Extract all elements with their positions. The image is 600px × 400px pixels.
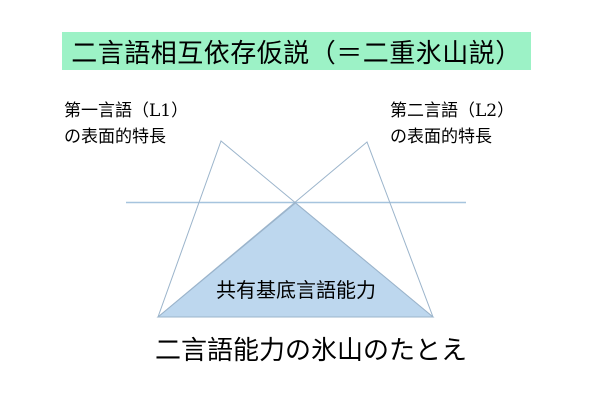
slide-title: 二言語相互依存仮説（＝二重氷山説） bbox=[71, 38, 522, 69]
slide-title-banner: 二言語相互依存仮説（＝二重氷山説） bbox=[62, 32, 531, 70]
shared-base-label: 共有基底言語能力 bbox=[216, 278, 376, 302]
l1-label-line2: の表面的特長 bbox=[64, 126, 166, 147]
l2-surface-features-label: 第二言語（L2） の表面的特長 bbox=[390, 99, 514, 150]
l2-label-line1: 第二言語（L2） bbox=[390, 101, 515, 121]
l1-label-line1: 第一言語（L1） bbox=[64, 101, 189, 121]
l2-label-line2: の表面的特長 bbox=[390, 126, 492, 147]
slide-caption: 二言語能力の氷山のたとえ bbox=[155, 336, 468, 366]
l1-surface-features-label: 第一言語（L1） の表面的特長 bbox=[64, 99, 188, 150]
shared-base-triangle bbox=[156, 202, 435, 318]
